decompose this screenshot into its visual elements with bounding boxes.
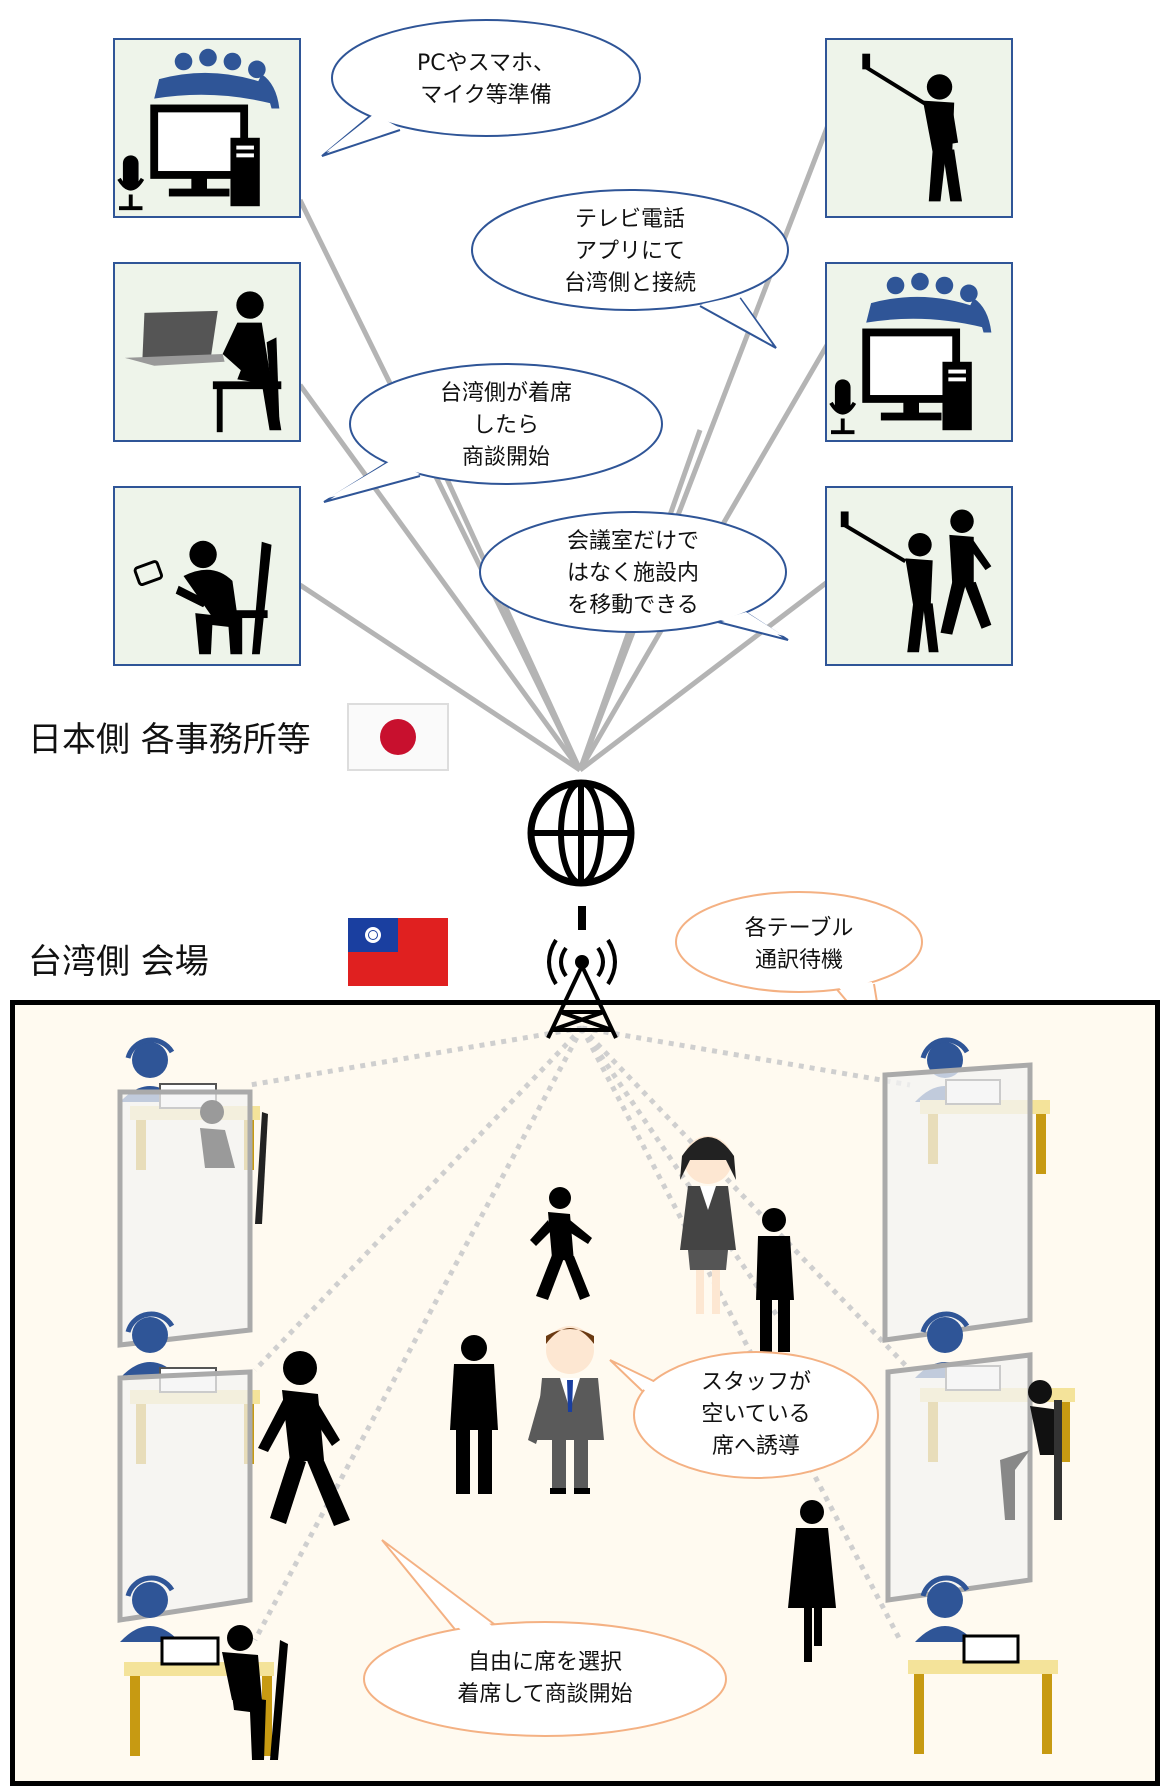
bubble-interpreters-text: 各テーブル 通訳待機	[744, 916, 854, 973]
group-computer-microphone-icon	[117, 48, 280, 211]
interpreter-booth-left-top	[117, 1037, 268, 1348]
visitor-woman-icon	[788, 1500, 836, 1662]
japan-side-label: 日本側 各事務所等	[28, 720, 311, 760]
japan-flag	[347, 703, 449, 771]
interpreter-booth-right-top	[882, 1037, 1050, 1343]
globe-icon	[527, 779, 635, 887]
speech-bubble-shape	[323, 363, 663, 503]
bubble-free-seat-text: 自由に席を選択 着席して商談開始	[457, 1650, 633, 1707]
taiwan-flag	[348, 918, 448, 986]
japan-box-selfie-two	[825, 486, 1013, 666]
interpreter-booth-left-bottom	[120, 1575, 288, 1760]
bubble-prepare-text: PCやスマホ、 マイク等準備	[417, 51, 555, 108]
visitor-person-icon	[450, 1335, 498, 1494]
connector-bar	[578, 906, 586, 930]
bubble-staff-guide-text: スタッフが 空いている 席へ誘導	[700, 1370, 811, 1459]
bubble-interpreters: 各テーブル 通訳待機	[674, 890, 924, 1049]
bubble-video-call-text: テレビ電話 アプリにて 台湾側と接続	[563, 207, 696, 296]
speech-bubble-shape	[363, 1539, 727, 1737]
bubble-staff-guide: スタッフが 空いている 席へ誘導	[609, 1350, 880, 1480]
interpreter-booth-right-middle	[885, 1311, 1075, 1603]
bubble-start-meeting-text: 台湾側が着席 したら 商談開始	[439, 381, 572, 470]
walking-visitor-icon	[258, 1351, 350, 1526]
bubble-start-meeting: 台湾側が着席 したら 商談開始	[323, 362, 664, 503]
staff-man-icon	[528, 1326, 604, 1494]
selfie-stick-two-people-icon	[840, 509, 992, 653]
person-smartphone-icon	[133, 540, 272, 655]
walking-person-icon	[530, 1187, 592, 1300]
speech-bubble-shape	[321, 19, 641, 157]
speech-bubble-shape	[471, 189, 789, 349]
visitor-person-icon	[756, 1208, 794, 1352]
japan-box-laptop	[113, 262, 301, 442]
taiwan-side-label: 台湾側 会場	[28, 942, 209, 982]
person-laptop-icon	[124, 291, 282, 433]
japan-box-group-pc-2	[825, 262, 1013, 442]
speech-bubble-shape	[479, 511, 789, 641]
bubble-video-call: テレビ電話 アプリにて 台湾側と接続	[470, 188, 790, 349]
speech-bubble-shape	[609, 1351, 879, 1479]
bubble-move-facility-text: 会議室だけで はなく施設内 を移動できる	[566, 529, 699, 618]
bubble-prepare: PCやスマホ、 マイク等準備	[321, 18, 642, 157]
staff-woman-icon	[680, 1136, 736, 1314]
bubble-free-seat: 自由に席を選択 着席して商談開始	[362, 1539, 728, 1738]
selfie-stick-person-icon	[862, 53, 963, 202]
group-computer-microphone-icon	[829, 272, 992, 435]
japan-box-selfie	[825, 38, 1013, 218]
japan-box-smartphone	[113, 486, 301, 666]
interpreter-booth-right-bottom	[908, 1575, 1058, 1754]
japan-box-group-pc	[113, 38, 301, 218]
bubble-move-facility: 会議室だけで はなく施設内 を移動できる	[478, 510, 789, 641]
interpreter-booth-left-middle	[117, 1311, 260, 1623]
antenna-tower-icon	[546, 938, 618, 1039]
